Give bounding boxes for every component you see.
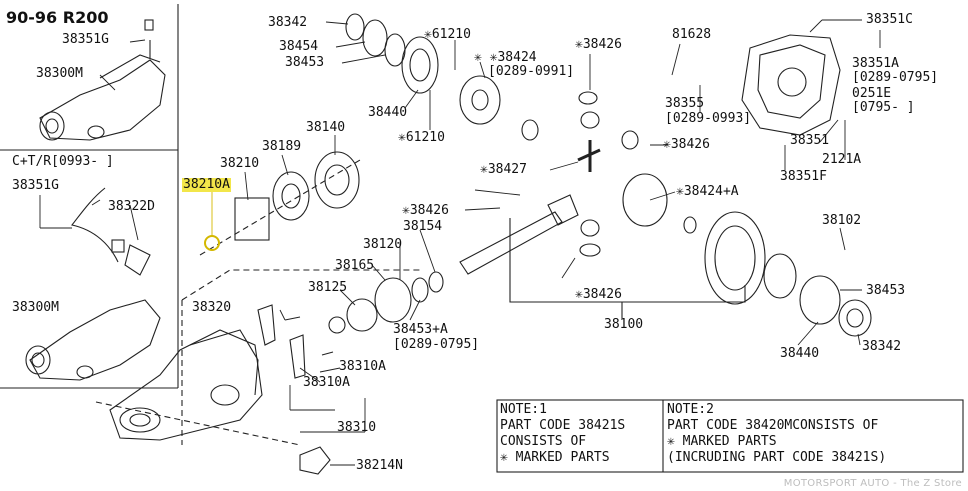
part-label-38351A[interactable]: 38351A (852, 56, 899, 71)
part-label-38320[interactable]: 38320 (192, 300, 232, 315)
part-label-38165[interactable]: 38165 (335, 258, 375, 273)
part-label-38440-top[interactable]: 38440 (368, 105, 408, 120)
note-1-line-2: PART CODE 38421S (500, 418, 626, 433)
part-label-38351[interactable]: 38351 (790, 133, 830, 148)
part-label-38440-right[interactable]: 38440 (780, 346, 820, 361)
part-label-38426-b[interactable]: ✳38426 (663, 137, 710, 152)
part-label-38426-d[interactable]: ✳38426 (575, 287, 622, 302)
side-bearing-top (345, 13, 501, 125)
part-label-38342-top[interactable]: 38342 (268, 15, 308, 30)
part-label-61210-top[interactable]: ✳61210 (424, 27, 471, 42)
part-label-38355[interactable]: 38355 (665, 96, 705, 111)
leader-lines (39, 19, 881, 466)
part-label-0251E-range: [0795- ] (852, 100, 915, 115)
side-gears (521, 91, 697, 257)
part-label-38427[interactable]: ✳38427 (480, 162, 527, 177)
part-label-38351C[interactable]: 38351C (866, 12, 913, 27)
part-label-38355-range: [0289-0993] (665, 111, 752, 126)
watermark: MOTORSPORT AUTO - The Z Store (783, 478, 962, 489)
part-label-61210-mid[interactable]: ✳61210 (398, 130, 445, 145)
part-label-38351G-top[interactable]: 38351G (62, 32, 109, 47)
note-2-line-3: ✳ MARKED PARTS (667, 434, 777, 449)
part-label-38310[interactable]: 38310 (337, 420, 377, 435)
part-label-38453A[interactable]: 38453+A (393, 322, 448, 337)
carrier-group-outline (181, 269, 420, 301)
note-2: NOTE:2 PART CODE 38420MCONSISTS OF ✳ MAR… (667, 402, 886, 466)
part-label-38214N[interactable]: 38214N (356, 458, 403, 473)
part-label-38210A-highlighted[interactable]: 38210A (182, 177, 231, 192)
part-label-38310A-top[interactable]: 38310A (339, 359, 386, 374)
part-label-38453-top[interactable]: 38453 (285, 55, 325, 70)
note-2-line-4: (INCRUDING PART CODE 38421S) (667, 450, 887, 465)
part-label-38454[interactable]: 38454 (279, 39, 319, 54)
part-label-81628[interactable]: 81628 (672, 27, 712, 42)
part-label-2121A[interactable]: 2121A (822, 152, 862, 167)
side-flange-parts (257, 304, 334, 475)
part-label-38453-right[interactable]: 38453 (866, 283, 906, 298)
part-label-38453A-range: [0289-0795] (393, 337, 480, 352)
part-label-38300M-bot[interactable]: 38300M (12, 300, 59, 315)
rear-cover (741, 34, 841, 136)
part-label-38300M-top[interactable]: 38300M (36, 66, 83, 81)
note-1-line-1: NOTE:1 (500, 402, 547, 417)
drive-pinion-shaft (328, 194, 579, 334)
part-label-38424-top[interactable]: ✳ ✳38424 (474, 50, 537, 65)
part-label-38342-right[interactable]: 38342 (862, 339, 902, 354)
part-label-38426-c[interactable]: ✳38426 (402, 203, 449, 218)
part-label-38310A[interactable]: 38310A (303, 375, 350, 390)
note-1: NOTE:1 PART CODE 38421S CONSISTS OF ✳ MA… (500, 402, 625, 466)
part-label-38140[interactable]: 38140 (306, 120, 346, 135)
note-2-line-1: NOTE:2 (667, 402, 714, 417)
part-label-38424-range: [0289-0991] (488, 64, 575, 79)
ring-gear-assembly (622, 173, 872, 337)
part-label-38351F[interactable]: 38351F (780, 169, 827, 184)
part-label-38424A[interactable]: ✳38424+A (676, 184, 739, 199)
part-label-38125[interactable]: 38125 (308, 280, 348, 295)
part-label-38154[interactable]: 38154 (403, 219, 443, 234)
part-label-38120[interactable]: 38120 (363, 237, 403, 252)
diagram-title: 90-96 R200 (6, 8, 109, 27)
differential-top-left (39, 19, 166, 141)
differential-bottom-left (25, 187, 161, 381)
differential-carrier-center (109, 329, 263, 441)
section-label: C+T/R[0993- ] (12, 154, 114, 169)
part-label-38100[interactable]: 38100 (604, 317, 644, 332)
part-label-38102[interactable]: 38102 (822, 213, 862, 228)
part-label-38189[interactable]: 38189 (262, 139, 302, 154)
part-label-38322D[interactable]: 38322D (108, 199, 155, 214)
part-label-38210[interactable]: 38210 (220, 156, 260, 171)
part-label-38351G-mid[interactable]: 38351G (12, 178, 59, 193)
notes-table (496, 399, 964, 473)
note-1-line-4: ✳ MARKED PARTS (500, 450, 610, 465)
note-2-line-2: PART CODE 38420MCONSISTS OF (667, 418, 879, 433)
note-1-line-3: CONSISTS OF (500, 434, 587, 449)
part-label-38351A-range: [0289-0795] (852, 70, 939, 85)
part-label-0251E[interactable]: 0251E (852, 86, 892, 101)
part-label-38426-a[interactable]: ✳38426 (575, 37, 622, 52)
